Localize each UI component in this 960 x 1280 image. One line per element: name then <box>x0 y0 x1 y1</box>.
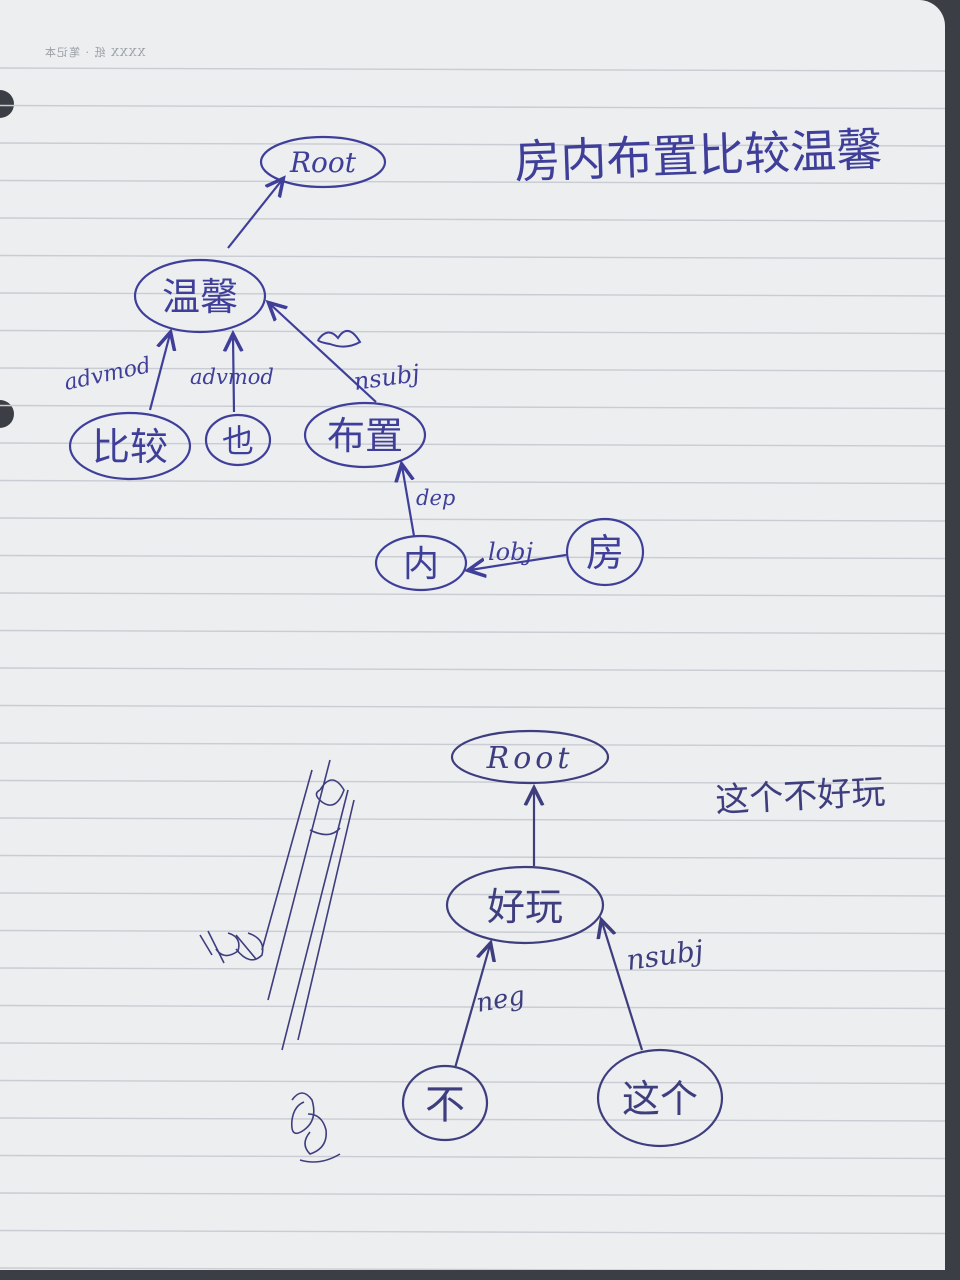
ruled-line <box>0 1079 945 1085</box>
node-buzhi-label: 布置 <box>327 414 403 458</box>
ruled-line <box>0 479 945 485</box>
edge-ye-wenxin <box>233 336 234 413</box>
ruled-line <box>0 854 945 860</box>
ruled-line <box>0 67 945 72</box>
node-root-2-label: Root <box>486 741 574 776</box>
ruled-line <box>0 329 945 335</box>
ruled-line <box>0 554 945 560</box>
edge-label-advmod-2: advmod <box>190 365 274 389</box>
edge-fang-nei <box>470 553 567 570</box>
ruled-line <box>0 404 945 410</box>
node-fang-label: 房 <box>586 531 624 575</box>
edge-label-neg: neg <box>474 981 527 1019</box>
edge-buzhi-wenxin <box>270 304 377 403</box>
diagram-2-labels: 这个不好玩 Root 好玩 不 这个 neg nsubj <box>425 741 886 1128</box>
ruled-line <box>0 254 945 260</box>
edge-label-nsubj: nsubj <box>352 359 422 396</box>
ruled-line <box>0 142 945 147</box>
ruled-line <box>0 779 945 785</box>
node-haowan-label: 好玩 <box>487 885 563 929</box>
ruled-line <box>0 217 945 222</box>
node-fang-ellipse <box>565 517 645 587</box>
ruled-line <box>0 1229 945 1235</box>
edge-zhege-haowan <box>602 922 644 1051</box>
node-root-label: Root <box>289 146 357 179</box>
ruled-line <box>0 367 945 372</box>
ruled-line <box>0 667 945 672</box>
ruled-line <box>0 1117 945 1122</box>
node-bu-ellipse <box>401 1064 489 1142</box>
diagram-2 <box>199 729 724 1163</box>
crossed-out-scribbles <box>199 759 355 1163</box>
node-ye-ellipse <box>204 413 272 467</box>
node-wenxin-label: 温馨 <box>162 275 238 319</box>
node-root-ellipse <box>259 135 387 189</box>
node-zhege-ellipse <box>596 1048 724 1148</box>
ruled-line <box>0 442 945 447</box>
ruled-line <box>0 592 945 597</box>
ruled-line <box>0 1042 945 1047</box>
node-root-2-ellipse <box>450 729 610 785</box>
node-bu-label: 不 <box>425 1082 465 1128</box>
diagram-1-title: 房内布置比较温馨 <box>513 122 883 189</box>
node-buzhi-ellipse <box>303 401 427 469</box>
edge-nei-buzhi <box>402 466 416 537</box>
ruled-line <box>0 1267 851 1270</box>
ruled-line <box>0 967 945 972</box>
diagram-2-title: 这个不好玩 <box>714 772 886 821</box>
ruled-line <box>0 892 945 897</box>
node-zhege-label: 这个 <box>622 1077 698 1121</box>
node-haowan-ellipse <box>445 865 605 945</box>
diagram-1-labels: 房内布置比较温馨 Root 温馨 比较 也 布置 内 房 advmod advm… <box>62 122 883 585</box>
ruled-line <box>0 517 945 522</box>
ruled-line <box>0 817 945 822</box>
edge-bijiao-wenxin <box>148 334 170 411</box>
ruled-line <box>0 742 945 747</box>
edge-bu-haowan <box>453 945 490 1069</box>
ruled-line <box>0 1154 945 1160</box>
ruled-line <box>0 179 945 185</box>
edge-label-dep: dep <box>416 486 455 510</box>
handwritten-diagrams: 房内布置比较温馨 Root 温馨 比较 也 布置 内 房 advmod advm… <box>0 67 945 1270</box>
node-bijiao-label: 比较 <box>92 425 168 469</box>
edge-label-advmod-1: advmod <box>62 353 153 396</box>
node-nei-label: 内 <box>403 544 439 585</box>
node-wenxin-ellipse <box>133 258 267 334</box>
diagram-1 <box>68 135 645 592</box>
ink-scribble <box>317 330 362 348</box>
ruled-line <box>0 629 945 635</box>
ruled-line <box>0 704 945 710</box>
edge-wenxin-root <box>227 180 282 249</box>
node-ye-label: 也 <box>222 422 254 460</box>
ruled-line <box>0 292 945 297</box>
notebook-page: XXXX 纸 · 笔记本 <box>0 0 945 1270</box>
binder-hole <box>0 400 14 428</box>
binder-hole <box>0 90 14 118</box>
node-bijiao-ellipse <box>68 411 192 481</box>
ruled-line <box>0 104 945 110</box>
ruled-line <box>0 1192 945 1197</box>
ruled-lines <box>0 67 945 1270</box>
edge-label-lobj: lobj <box>488 538 533 566</box>
